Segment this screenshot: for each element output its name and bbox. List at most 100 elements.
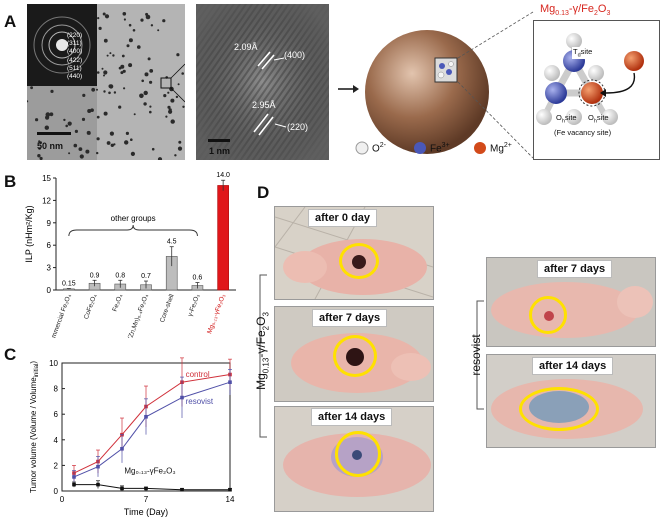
td-site-sub: d xyxy=(577,52,581,59)
mouse-photo-resovist-day7 xyxy=(486,257,656,347)
nanoparticle-dot xyxy=(87,109,92,113)
group-mg-sub2: 2 xyxy=(261,325,271,331)
group-bracket-resovist xyxy=(476,300,484,410)
nanoparticle-dot xyxy=(103,90,106,93)
td-site-label: Tdsite xyxy=(572,47,594,59)
zoom-lines xyxy=(457,11,534,159)
bar xyxy=(217,185,229,291)
photo-label: after 0 day xyxy=(308,209,378,227)
y-tick-label: 8 xyxy=(54,385,59,394)
plane-400: (400) xyxy=(284,50,306,60)
iron-ion-icon xyxy=(414,142,426,154)
nanoparticle-dot xyxy=(73,143,78,148)
tem-image-hrtem: 2.09Å (400) 2.95Å (220) 1 nm xyxy=(196,4,329,160)
data-point xyxy=(180,395,184,400)
data-point xyxy=(144,486,148,491)
crystal-title-main: Mg xyxy=(540,3,556,15)
series-line xyxy=(73,374,231,474)
data-label: 0.8 xyxy=(115,272,125,279)
nanoparticle-dot xyxy=(175,95,179,99)
nanoparticle-dot xyxy=(30,86,33,90)
x-axis-label: Time (Day) xyxy=(124,507,168,517)
plane-220: (220) xyxy=(287,122,309,132)
nanoparticle-dot xyxy=(149,105,152,108)
nanoparticle-dot xyxy=(35,118,39,122)
legend-o-label: O xyxy=(372,143,380,155)
nanoparticle-dot xyxy=(139,93,144,99)
oh-left-letter: O xyxy=(556,113,562,122)
nanoparticle-dot xyxy=(120,71,124,75)
nanoparticle-dot xyxy=(50,89,54,93)
oxygen-ion-icon xyxy=(355,141,369,155)
nanoparticle-dot xyxy=(128,23,132,27)
saed-ring-label: (422) xyxy=(67,56,83,64)
nanoparticle-dot xyxy=(45,112,51,117)
nanoparticle-dot xyxy=(81,117,86,121)
y-tick-label: 3 xyxy=(47,264,52,273)
series-line xyxy=(73,381,231,478)
nanoparticle-dot xyxy=(145,14,151,20)
x-tick-label: 0 xyxy=(60,495,65,504)
legend-mg: Mg2+ xyxy=(490,142,512,154)
group-mg-sub: 0.13 xyxy=(261,357,271,374)
group-mg-sub3: 3 xyxy=(261,312,271,317)
nanoparticle-dot xyxy=(130,138,133,141)
legend-mg-sup: 2+ xyxy=(503,142,512,149)
crystal-title-rest: -γ/Fe xyxy=(568,3,594,15)
y-axis-label-end: ) xyxy=(29,361,38,364)
nanoparticle-dot xyxy=(170,119,175,124)
saed-ring-label: (440) xyxy=(67,73,83,81)
nanoparticle-dot xyxy=(38,147,41,150)
nanoparticle-dot xyxy=(157,157,163,160)
arrow-icon xyxy=(338,85,359,93)
nanoparticle-dot xyxy=(82,93,86,97)
nanoparticle-dot xyxy=(167,91,170,94)
nanoparticle-dot xyxy=(133,113,136,116)
data-point xyxy=(72,482,76,487)
nanoparticle-dot xyxy=(27,100,29,103)
crystal-inset: Tdsite Ohsite Ohsite (Fe vacancy site) xyxy=(533,20,660,160)
tumor-circle xyxy=(519,387,599,431)
data-point xyxy=(120,446,124,451)
nanoparticle-dot xyxy=(121,54,125,58)
data-label: 0.6 xyxy=(193,275,203,282)
nanoparticle-dot xyxy=(130,151,135,156)
group-label-mg: Mg0.13-γ/Fe2O3 xyxy=(254,295,270,407)
nanoparticle-sphere xyxy=(365,30,489,154)
x-tick-label: (Zn,Mn)₀.₄Fe₂O₄ xyxy=(127,293,150,338)
oh-site-left-label: Ohsite xyxy=(556,113,577,125)
group-bracket-mg xyxy=(259,274,267,438)
ion-legend: O2- Fe3+ Mg2+ xyxy=(355,141,535,157)
crystal-title-sub: 0.13 xyxy=(555,10,569,18)
crystal-title-sub2: 2 xyxy=(593,10,598,18)
nanoparticle-dot xyxy=(163,94,167,98)
tumor-circle xyxy=(529,296,567,334)
legend-fe: Fe3+ xyxy=(430,142,450,154)
nanoparticle-dot xyxy=(68,152,71,155)
dspacing-400: 2.09Å xyxy=(234,42,258,52)
nanoparticle-dot xyxy=(67,121,72,126)
data-point xyxy=(120,486,124,491)
group-mg-o: O xyxy=(254,316,268,326)
nanoparticle-dot xyxy=(122,12,127,16)
nanoparticle-dot xyxy=(85,149,90,154)
nanoparticle-dot xyxy=(126,44,130,48)
x-tick-label: 7 xyxy=(144,495,149,504)
nanoparticle-dot xyxy=(182,105,185,109)
series-label: control xyxy=(186,370,210,379)
y-axis-label: ILP (nHm²/Kg) xyxy=(24,205,34,262)
nanoparticle-dot xyxy=(104,14,110,19)
nanoparticle-dot xyxy=(168,109,173,114)
photo-label: after 14 days xyxy=(311,408,393,426)
nanoparticle-dot xyxy=(108,84,114,89)
y-tick-label: 10 xyxy=(49,359,58,368)
crystal-structure xyxy=(536,33,644,125)
x-tick-label: Fe₃O₄ xyxy=(111,293,124,313)
oh-right-letter: O xyxy=(588,113,594,122)
tem1-scale-label: 50 nm xyxy=(37,141,64,151)
x-tick-label: Commercial Fe₃O₄ xyxy=(48,293,73,338)
nanoparticle-dot xyxy=(128,38,133,43)
nanoparticle-dot xyxy=(143,90,148,96)
y-tick-label: 4 xyxy=(54,436,59,445)
y-tick-label: 15 xyxy=(42,174,51,183)
